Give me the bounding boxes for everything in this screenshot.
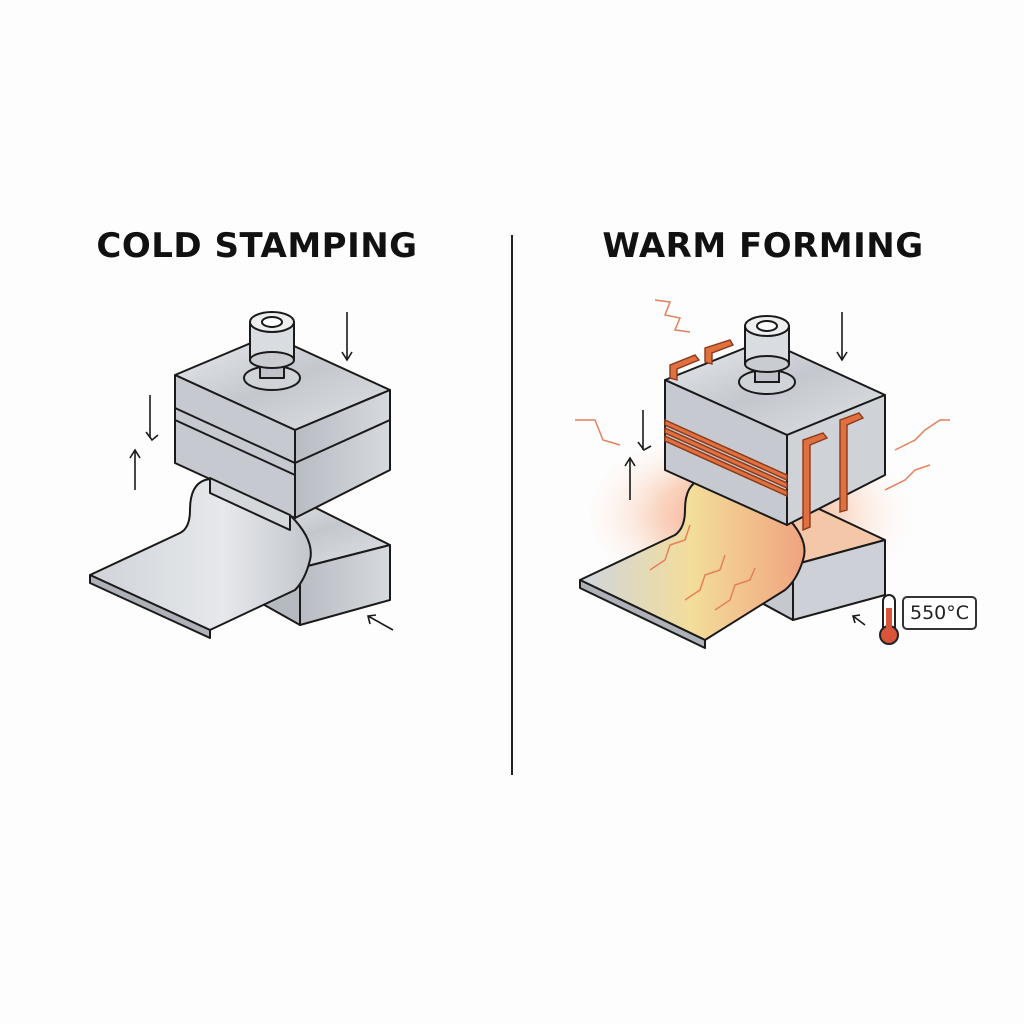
thermometer-icon [879, 594, 899, 645]
punch-cylinder [738, 315, 796, 395]
sheet-blank [579, 471, 806, 649]
force-arrows [129, 312, 394, 631]
force-arrows [624, 312, 866, 626]
heating-coils [664, 339, 865, 532]
temperature-label: 550°C [902, 596, 978, 630]
cold-stamping-title: COLD STAMPING [96, 226, 418, 266]
panel-divider [511, 235, 513, 775]
cold-stamping-diagram [89, 311, 394, 639]
punch-cylinder [243, 311, 301, 391]
heat-waves [575, 299, 950, 611]
warm-forming-title: WARM FORMING [602, 226, 924, 266]
warm-forming-diagram [575, 299, 950, 649]
